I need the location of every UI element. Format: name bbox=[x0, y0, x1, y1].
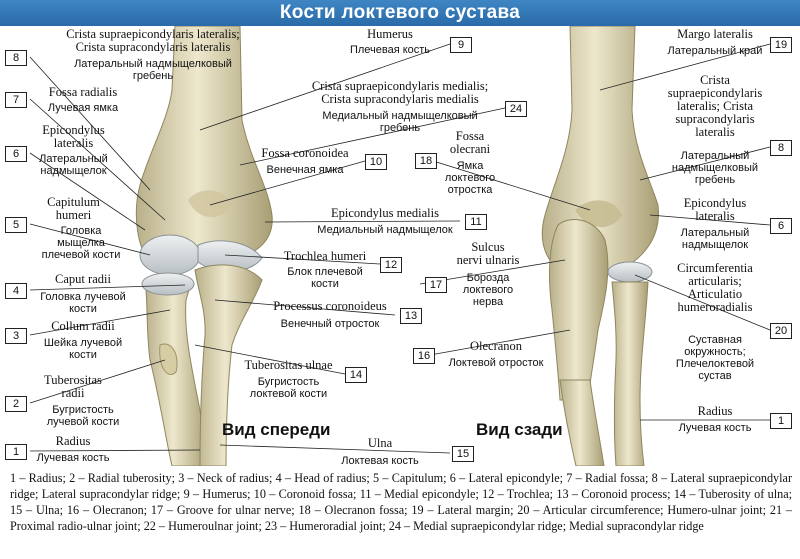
back-view-bones bbox=[541, 26, 659, 466]
view-label-back: Вид сзади bbox=[476, 420, 563, 439]
label-russian: Венечная ямка bbox=[266, 164, 344, 176]
legend-text: 1 – Radius; 2 – Radial tuberosity; 3 – N… bbox=[10, 471, 792, 533]
label-russian: Борозда локтевого нерва bbox=[462, 272, 514, 308]
label-latin: Processus coronoideus bbox=[273, 299, 387, 313]
label-russian: Лучевая ямка bbox=[47, 102, 119, 114]
label-russian: Суставная окружность; Плечелоктевой суст… bbox=[675, 334, 755, 382]
label-number: 2 bbox=[5, 396, 27, 412]
label-number: 5 bbox=[5, 217, 27, 233]
label-latin: Capitulum humeri bbox=[47, 195, 100, 222]
label-number: 18 bbox=[415, 153, 437, 169]
label-latin: Epicondylus lateralis bbox=[683, 196, 747, 223]
label-latin: Olecranon bbox=[469, 339, 523, 353]
label-latin: Crista supraepicondylaris lateralis; Cri… bbox=[667, 73, 763, 139]
label-number: 1 bbox=[5, 444, 27, 460]
label-russian: Плечевая кость bbox=[349, 44, 431, 56]
label-latin: Epicondylus medialis bbox=[331, 206, 439, 220]
label-latin: Crista supraepicondylaris lateralis; Cri… bbox=[66, 27, 240, 54]
label-russian: Латеральный надмыщелок bbox=[680, 227, 750, 251]
back-radius bbox=[611, 281, 649, 466]
label-latin: Margo lateralis bbox=[677, 27, 753, 41]
label-russian: Локтевой отросток bbox=[448, 357, 544, 369]
label-latin: Sulcus nervi ulnaris bbox=[456, 240, 520, 267]
label-number: 17 bbox=[425, 277, 447, 293]
front-radius bbox=[144, 279, 209, 466]
label-russian: Латеральный надмыщелковый гребень bbox=[671, 150, 759, 186]
page-title: Кости локтевого сустава bbox=[279, 2, 521, 23]
label-latin: Fossa olecrani bbox=[449, 129, 491, 156]
label-russian: Лучевая кость bbox=[678, 422, 752, 434]
label-number: 12 bbox=[380, 257, 402, 273]
label-number: 16 bbox=[413, 348, 435, 364]
label-russian: Локтевая кость bbox=[341, 455, 419, 467]
label-latin: Crista supraepicondylaris medialis; Cris… bbox=[311, 79, 489, 106]
label-latin: Collum radii bbox=[51, 319, 115, 333]
label-number: 20 bbox=[770, 323, 792, 339]
label-russian: Головка мыщелка плечевой кости bbox=[41, 225, 121, 261]
label-russian: Блок плечевой кости bbox=[287, 266, 363, 290]
label-number: 19 bbox=[770, 37, 792, 53]
label-latin: Caput radii bbox=[55, 272, 111, 286]
label-number: 9 bbox=[450, 37, 472, 53]
label-russian: Ямка локтевого отростка bbox=[444, 160, 496, 196]
front-view-bones bbox=[135, 26, 273, 466]
label-latin: Tuberositas radii bbox=[44, 373, 102, 400]
label-number: 3 bbox=[5, 328, 27, 344]
label-russian: Латеральный надмыщелок bbox=[39, 153, 108, 177]
label-number: 24 bbox=[505, 101, 527, 117]
label-number: 13 bbox=[400, 308, 422, 324]
label-number: 15 bbox=[452, 446, 474, 462]
label-latin: Trochlea humeri bbox=[283, 249, 367, 263]
elbow-bones-illustration bbox=[29, 26, 771, 466]
label-latin: Circumferentia articularis; Articulatio … bbox=[677, 261, 753, 314]
label-russian: Бугристость лучевой кости bbox=[46, 404, 120, 428]
label-russian: Латеральный надмыщелковый гребень bbox=[74, 58, 232, 82]
label-number: 10 bbox=[365, 154, 387, 170]
label-latin: Fossa coronoidea bbox=[261, 146, 349, 160]
label-russian: Бугристость локтевой кости bbox=[249, 376, 328, 400]
label-latin: Tuberositas ulnae bbox=[244, 358, 333, 372]
view-label-front: Вид спереди bbox=[222, 420, 331, 439]
label-latin: Humerus bbox=[367, 27, 413, 41]
label-number: 8 bbox=[5, 50, 27, 66]
label-russian: Венечный отросток bbox=[280, 318, 380, 330]
front-ulna bbox=[194, 264, 263, 466]
back-ulna bbox=[559, 379, 605, 466]
label-number: 11 bbox=[465, 214, 487, 230]
label-number: 14 bbox=[345, 367, 367, 383]
back-olecranon-fossa bbox=[575, 200, 622, 228]
label-russian: Головка лучевой кости bbox=[40, 291, 126, 315]
label-number: 7 bbox=[5, 92, 27, 108]
front-radial-head bbox=[141, 272, 195, 296]
label-russian: Медиальный надмыщелок bbox=[317, 224, 453, 236]
label-number: 6 bbox=[5, 146, 27, 162]
label-number: 6 bbox=[770, 218, 792, 234]
label-number: 1 bbox=[770, 413, 792, 429]
front-radial-tuberosity bbox=[159, 343, 178, 375]
label-latin: Radius bbox=[697, 404, 733, 418]
front-coronoid-fossa bbox=[188, 190, 232, 218]
label-latin: Ulna bbox=[367, 436, 393, 450]
label-russian: Медиальный надмыщелковый гребень bbox=[322, 110, 478, 134]
title-banner: Кости локтевого сустава bbox=[0, 0, 800, 26]
label-russian: Латеральный край bbox=[667, 45, 763, 57]
back-olecranon bbox=[549, 219, 609, 401]
label-latin: Radius bbox=[55, 434, 91, 448]
label-russian: Лучевая кость bbox=[36, 452, 110, 464]
label-number: 4 bbox=[5, 283, 27, 299]
label-latin: Fossa radialis bbox=[48, 85, 118, 99]
label-russian: Шейка лучевой кости bbox=[43, 337, 123, 361]
label-number: 8 bbox=[770, 140, 792, 156]
label-latin: Epicondylus lateralis bbox=[42, 123, 105, 150]
